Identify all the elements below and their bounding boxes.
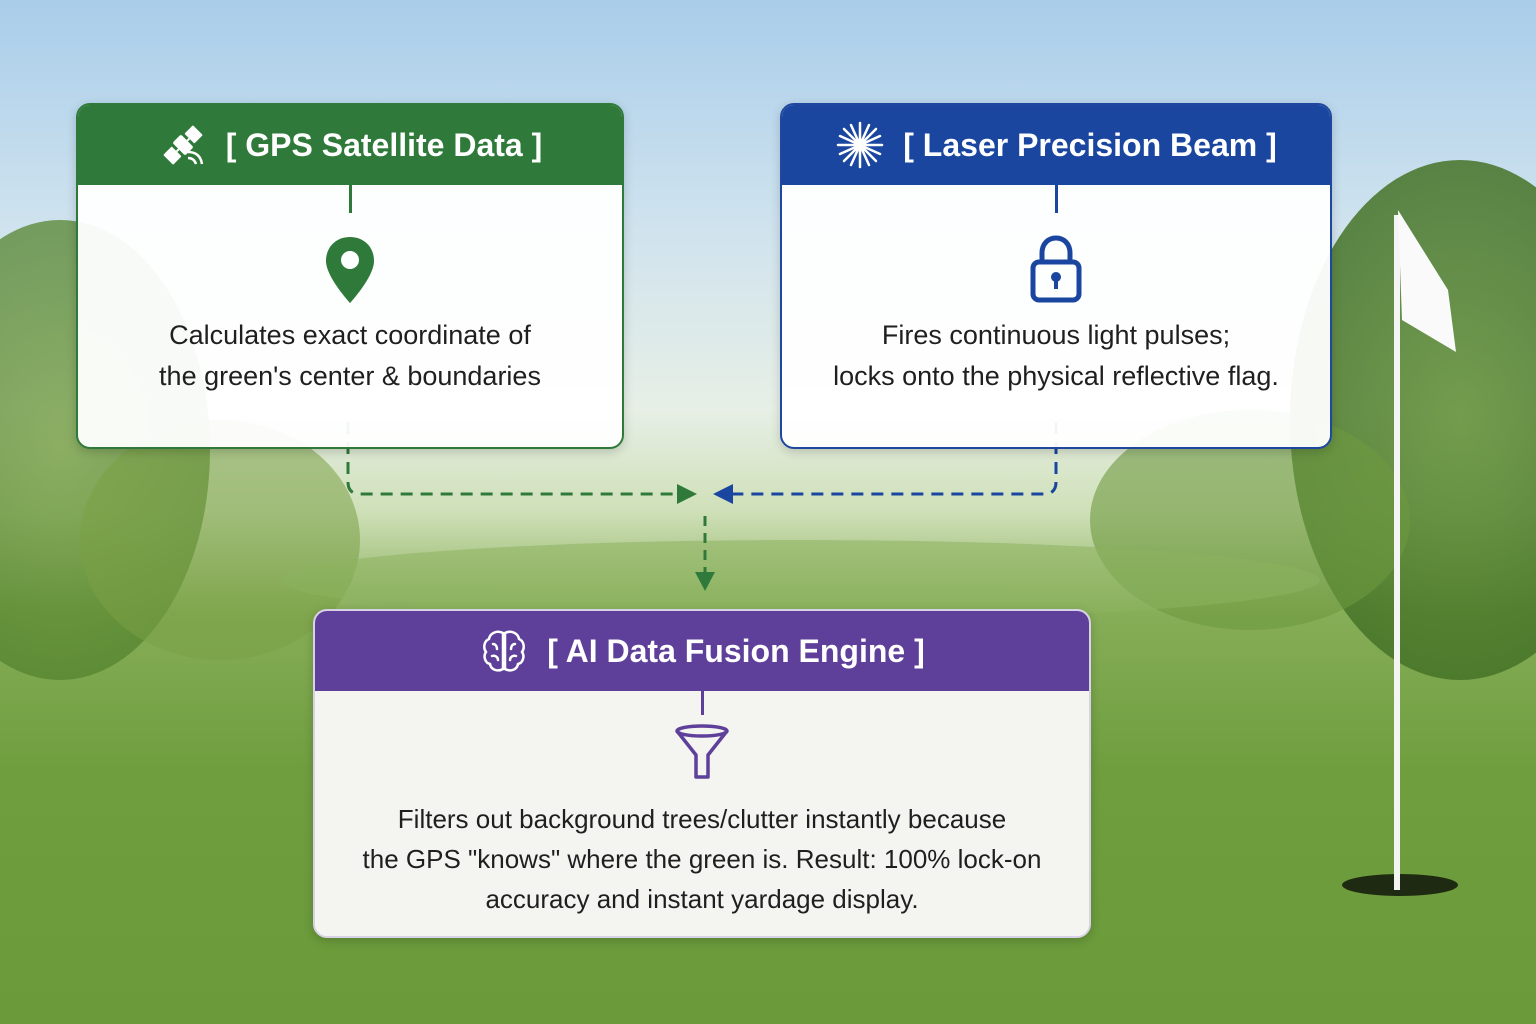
ai-description-line-1: Filters out background trees/clutter ins… [397,804,1007,834]
flagstick [1394,215,1400,890]
laser-description-line-2: locks onto the physical reflective flag. [833,361,1279,391]
ai-description-line-2: the GPS "knows" where the green is. Resu… [362,844,1042,874]
ai-card-title: [ AI Data Fusion Engine ] [547,632,925,669]
laser-card-body: Fires continuous light pulses; locks ont… [782,185,1330,397]
golf-flag [1398,210,1456,352]
gps-card-title: [ GPS Satellite Data ] [225,126,543,163]
laser-burst-icon [835,120,885,170]
brain-icon [479,626,529,676]
lock-icon [1030,235,1082,303]
laser-precision-card: [ Laser Precision Beam ] Fires continuou… [780,103,1332,449]
satellite-icon [158,120,208,170]
gps-header-stub [348,185,352,213]
ai-header-stub [700,691,704,715]
gps-description-line-1: Calculates exact coordinate of [169,320,531,350]
ai-card-body: Filters out background trees/clutter ins… [315,691,1089,936]
map-pin-icon [326,237,374,303]
gps-card-body: Calculates exact coordinate of the green… [78,185,622,397]
funnel-icon [675,724,729,779]
gps-satellite-card: [ GPS Satellite Data ] Calculates exact … [76,103,624,449]
gps-description-line-2: the green's center & boundaries [159,361,541,391]
tree-line-horizon [280,540,1320,620]
laser-description-line-1: Fires continuous light pulses; [881,320,1231,350]
tree-cluster-left-far [80,420,360,660]
ai-card-header: [ AI Data Fusion Engine ] [315,611,1089,691]
gps-card-header: [ GPS Satellite Data ] [78,105,622,185]
ai-data-fusion-card: [ AI Data Fusion Engine ] Filters out ba… [313,609,1091,938]
laser-card-header: [ Laser Precision Beam ] [782,105,1330,185]
laser-header-stub [1054,185,1058,213]
laser-card-title: [ Laser Precision Beam ] [903,126,1277,163]
ai-description-line-3: accuracy and instant yardage display. [485,884,919,914]
